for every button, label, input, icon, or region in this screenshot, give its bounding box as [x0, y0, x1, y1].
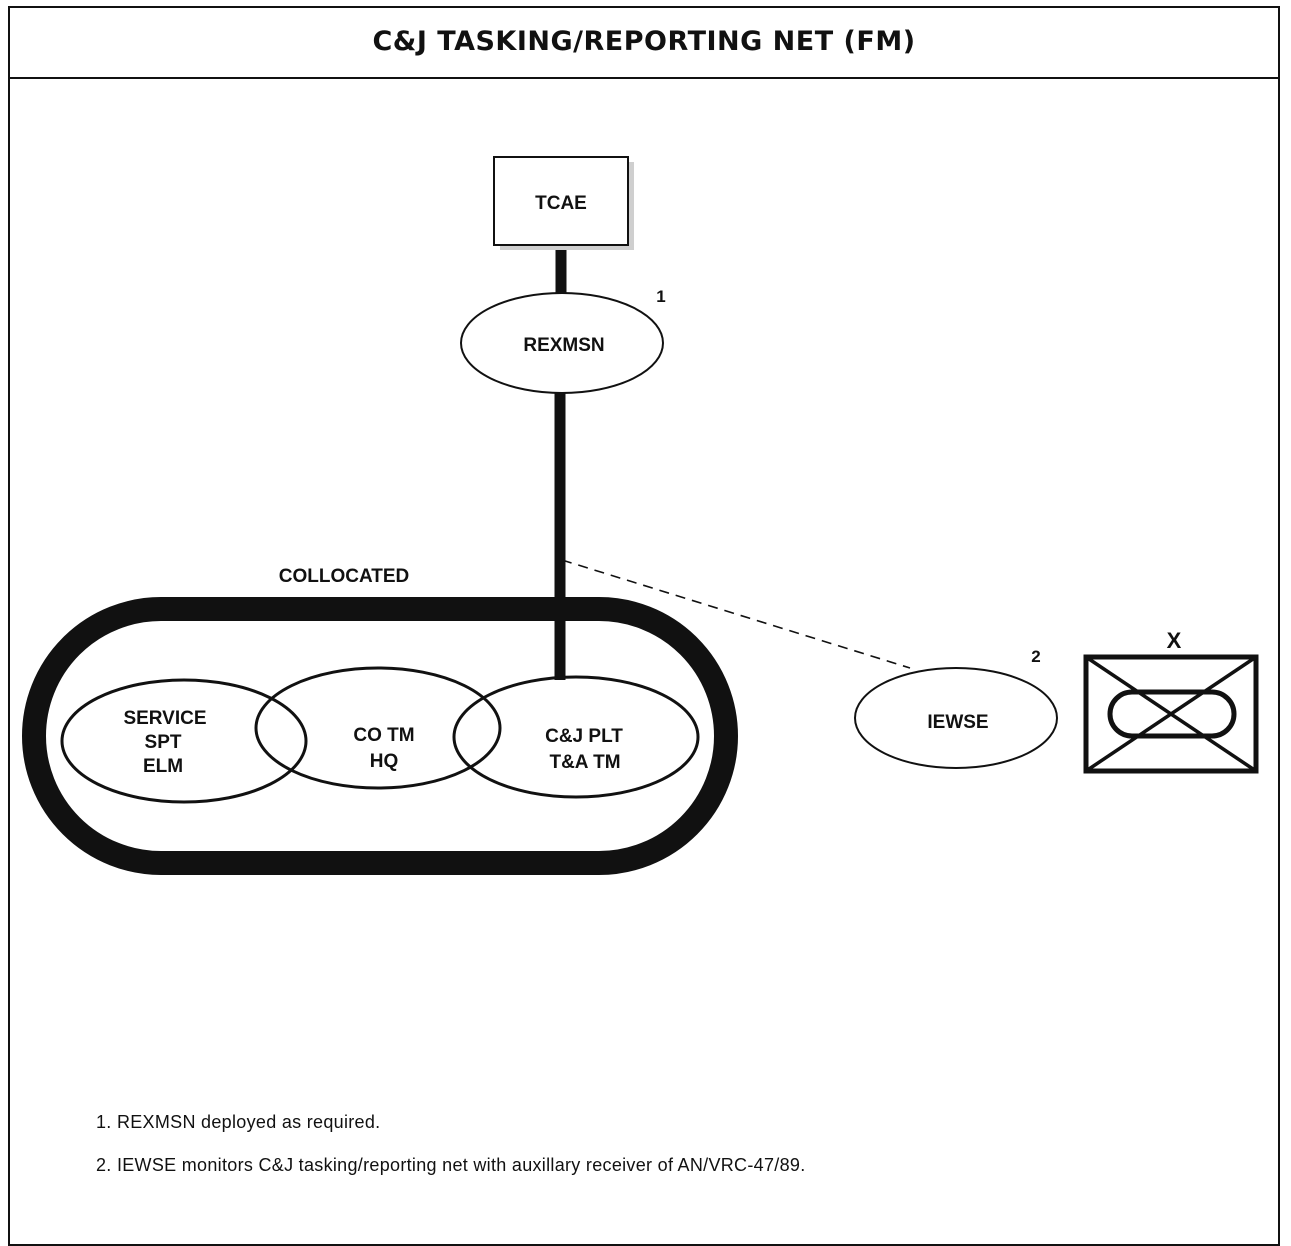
- tcae-label: TCAE: [535, 193, 587, 214]
- service-spt-elm-ellipse: [60, 678, 308, 804]
- footnote-1: 1. REXMSN deployed as required.: [96, 1112, 806, 1133]
- iewse-footnote-marker: 2: [1031, 647, 1040, 666]
- collocated-boundary: [22, 597, 738, 875]
- footnote-2-text: IEWSE monitors C&J tasking/reporting net…: [116, 1155, 806, 1175]
- footnotes: 1. REXMSN deployed as required. 2. IEWSE…: [96, 1112, 806, 1198]
- iewse-label: IEWSE: [927, 712, 988, 733]
- footnote-2: 2. IEWSE monitors C&J tasking/reporting …: [96, 1155, 806, 1176]
- service-label: SERVICE: [123, 708, 206, 729]
- tcae-node: TCAE: [493, 156, 634, 250]
- footnote-1-number: 1.: [96, 1112, 112, 1132]
- diagram-title: C&J TASKING/REPORTING NET (FM): [372, 26, 916, 57]
- collocated-label: COLLOCATED: [279, 566, 410, 587]
- footnote-1-text: REXMSN deployed as required.: [116, 1112, 381, 1132]
- enemy-marker-label: X: [1167, 628, 1182, 653]
- cj-plt-label: C&J PLT: [545, 726, 623, 747]
- iewse-node: IEWSE 2: [854, 647, 1058, 769]
- cj-plt-ta-tm-node: C&J PLT T&A TM: [452, 675, 700, 799]
- rexmsn-footnote-marker: 1: [656, 287, 665, 306]
- armor-oval-symbol: [1107, 689, 1237, 739]
- elm-label: ELM: [143, 756, 183, 777]
- co-tm-hq-ellipse: [254, 666, 502, 790]
- co-tm-hq-node: CO TM HQ: [254, 666, 502, 790]
- rexmsn-node: REXMSN 1: [460, 287, 666, 394]
- enemy-unit-cross-b: [1085, 655, 1257, 773]
- link-iewse-monitor: [561, 559, 911, 669]
- service-spt-elm-node: SERVICE SPT ELM: [60, 678, 308, 804]
- tcae-box: [493, 156, 629, 246]
- spt-label: SPT: [145, 732, 182, 753]
- co-tm-label: CO TM: [353, 725, 414, 746]
- rexmsn-label: REXMSN: [523, 335, 604, 356]
- footnote-2-number: 2.: [96, 1155, 112, 1175]
- ta-tm-label: T&A TM: [549, 752, 620, 773]
- cj-plt-ta-tm-ellipse: [452, 675, 700, 799]
- hq-label: HQ: [370, 751, 399, 772]
- rexmsn-ellipse: [460, 292, 664, 394]
- enemy-unit-symbol: X: [1083, 628, 1259, 774]
- title-bar: C&J TASKING/REPORTING NET (FM): [8, 6, 1280, 79]
- iewse-ellipse: [854, 667, 1058, 769]
